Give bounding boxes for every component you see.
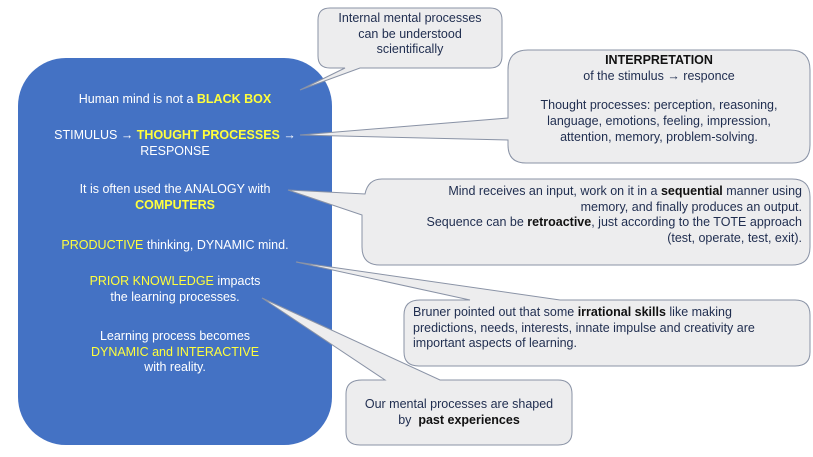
callout-sequential-bubble <box>287 178 811 266</box>
main-concept-box <box>18 58 332 445</box>
callout-scientific-bubble <box>299 7 503 91</box>
callout-experiences-bubble <box>261 297 573 446</box>
callout-bruner-bubble <box>295 261 811 367</box>
callout-interpretation-bubble <box>299 49 811 164</box>
